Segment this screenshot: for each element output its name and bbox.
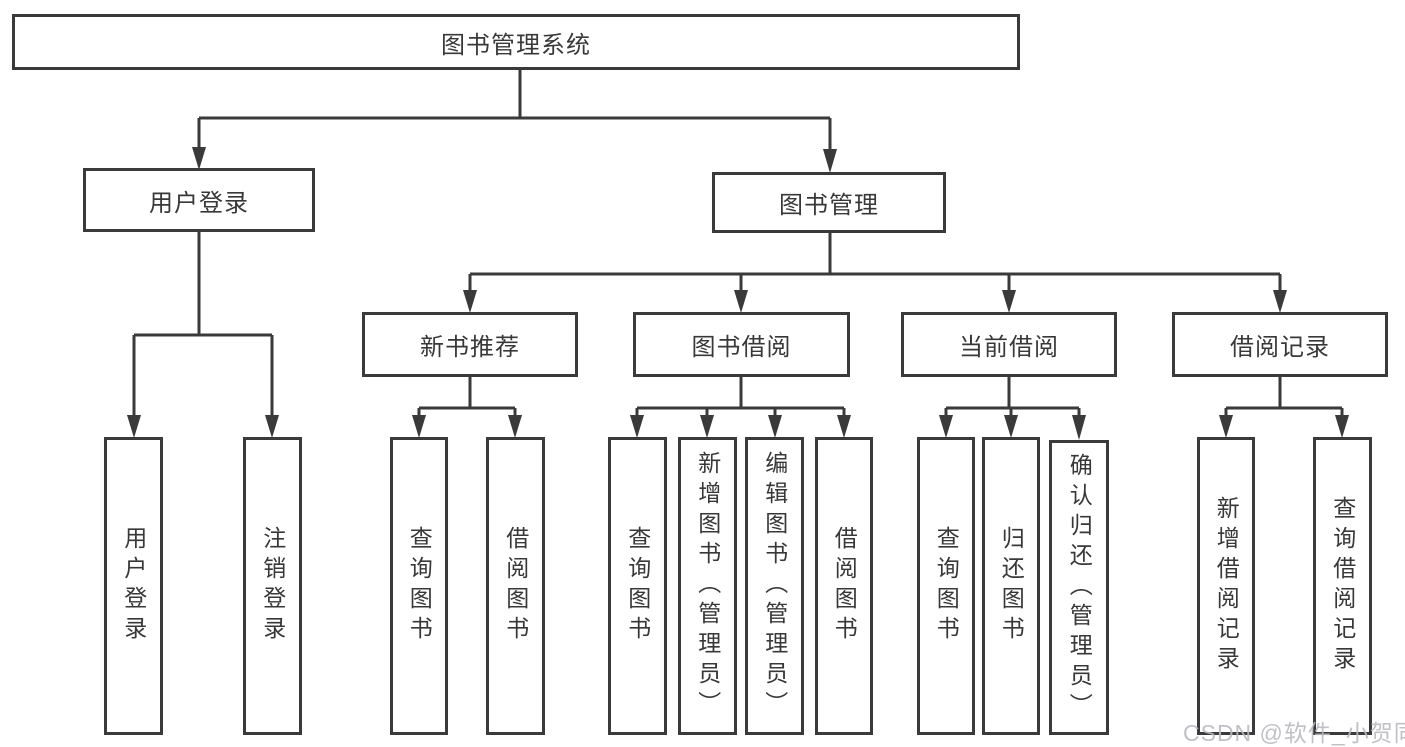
arrowhead-down-icon xyxy=(1004,415,1018,438)
arrowhead-down-icon xyxy=(1273,290,1287,313)
leaf-label: 归还图书 xyxy=(998,526,1025,646)
node-leaf-add-borrow-record: 新增借阅记录 xyxy=(1197,437,1255,735)
arrowhead-down-icon xyxy=(192,147,206,170)
arrowhead-down-icon xyxy=(463,290,477,313)
leaf-label: 新增图书（管理员） xyxy=(694,451,721,721)
arrowhead-down-icon xyxy=(412,415,426,438)
leaf-label: 查询图书 xyxy=(933,526,960,646)
leaf-label: 确认归还（管理员） xyxy=(1066,452,1093,723)
node-leaf-logout: 注销登录 xyxy=(243,437,302,735)
arrowhead-down-icon xyxy=(1219,415,1233,438)
node-leaf-return-books: 归还图书 xyxy=(982,437,1040,735)
leaf-label: 新增借阅记录 xyxy=(1213,496,1240,676)
node-leaf-user-login: 用户登录 xyxy=(104,437,163,735)
connector-borrow-records-children xyxy=(1219,377,1349,438)
arrowhead-down-icon xyxy=(508,415,522,438)
connector-current-borrow-children xyxy=(939,377,1086,440)
arrowhead-down-icon xyxy=(1335,415,1349,438)
leaf-label: 借阅图书 xyxy=(502,526,529,646)
leaf-label: 查询图书 xyxy=(624,526,651,646)
arrowhead-down-icon xyxy=(1002,290,1016,313)
node-borrowing-records: 借阅记录 xyxy=(1172,312,1388,377)
leaf-label: 注销登录 xyxy=(259,526,286,646)
node-book-borrowing: 图书借阅 xyxy=(633,312,850,377)
connector-book-borrow-children xyxy=(630,377,851,438)
node-leaf-confirm-return-admin: 确认归还（管理员） xyxy=(1049,440,1109,735)
arrowhead-down-icon xyxy=(630,415,644,438)
connector-user-login-children xyxy=(127,232,279,438)
node-leaf-edit-books-admin: 编辑图书（管理员） xyxy=(745,437,804,735)
node-user-login: 用户登录 xyxy=(83,168,315,232)
leaf-label: 查询图书 xyxy=(406,526,433,646)
arrowhead-down-icon xyxy=(1072,415,1086,440)
leaf-label: 借阅图书 xyxy=(831,526,858,646)
connector-book-mgmt-children xyxy=(463,233,1287,313)
node-leaf-query-books-borrow: 查询图书 xyxy=(608,437,667,735)
leaf-label: 用户登录 xyxy=(120,526,147,646)
arrowhead-down-icon xyxy=(768,415,782,438)
node-book-management: 图书管理 xyxy=(712,172,946,233)
arrowhead-down-icon xyxy=(837,415,851,438)
arrowhead-down-icon xyxy=(265,415,279,438)
connector-root-to-level2 xyxy=(192,70,837,173)
node-leaf-borrow-books: 借阅图书 xyxy=(815,437,873,735)
node-current-borrowing: 当前借阅 xyxy=(901,312,1117,377)
connector-new-book-rec-children xyxy=(412,377,522,438)
node-leaf-add-books-admin: 新增图书（管理员） xyxy=(678,437,737,735)
arrowhead-down-icon xyxy=(823,149,837,173)
arrowhead-down-icon xyxy=(734,290,748,313)
arrowhead-down-icon xyxy=(939,415,953,438)
leaf-label: 查询借阅记录 xyxy=(1329,496,1356,676)
node-leaf-query-books-current: 查询图书 xyxy=(917,437,975,735)
csdn-watermark: CSDN @软件_小贺同学 xyxy=(1183,720,1405,746)
node-leaf-query-borrow-record: 查询借阅记录 xyxy=(1313,437,1372,735)
node-library-management-system: 图书管理系统 xyxy=(12,14,1020,70)
arrowhead-down-icon xyxy=(127,415,141,438)
node-leaf-query-books-rec: 查询图书 xyxy=(390,437,448,735)
arrowhead-down-icon xyxy=(700,415,714,438)
leaf-label: 编辑图书（管理员） xyxy=(761,451,788,721)
node-new-book-recommendation: 新书推荐 xyxy=(362,312,578,377)
node-leaf-borrow-books-rec: 借阅图书 xyxy=(486,437,545,735)
